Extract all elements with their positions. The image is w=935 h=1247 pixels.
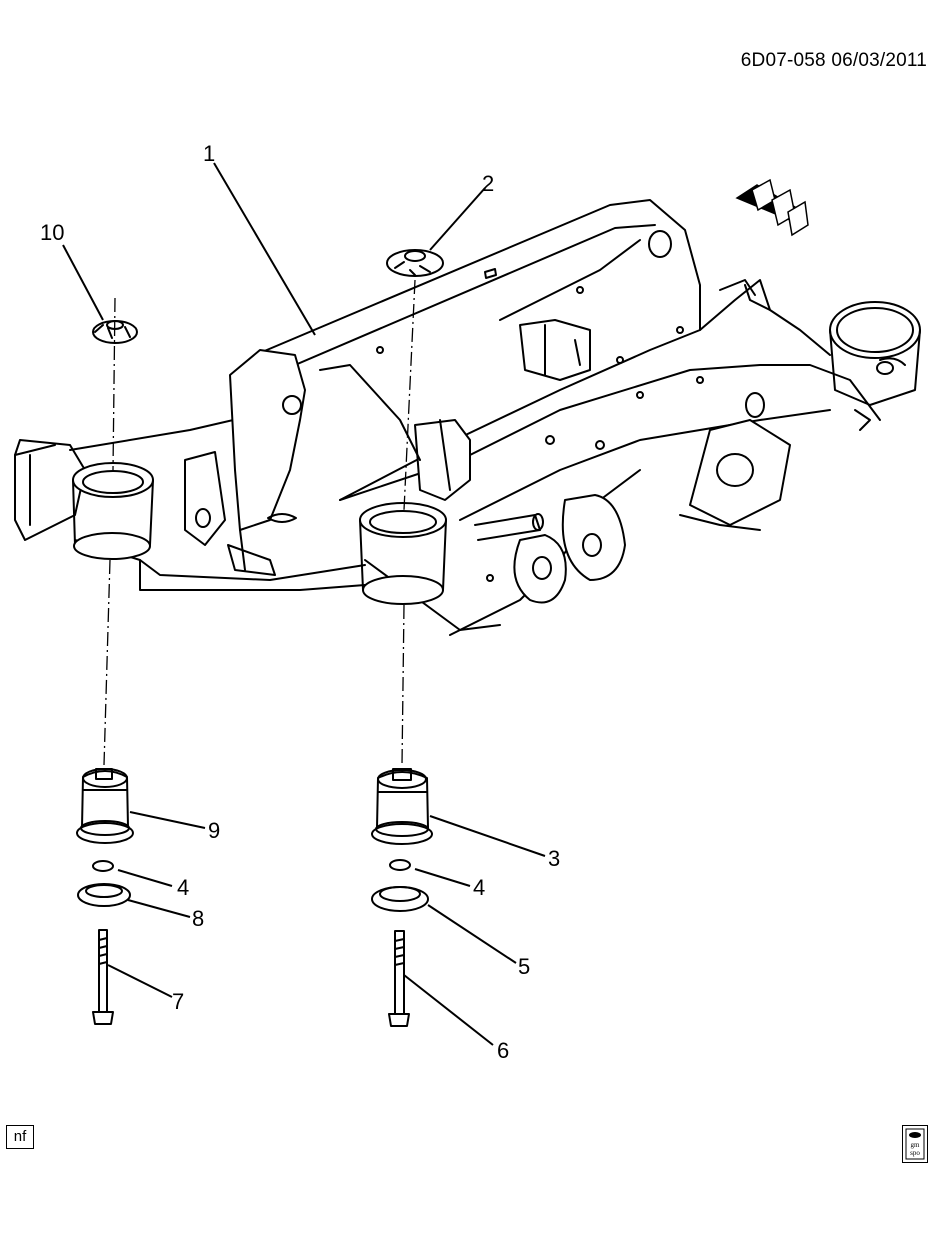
callout-4-right: 4 <box>473 875 486 900</box>
callout-7: 7 <box>172 989 185 1014</box>
part-6-bolt <box>388 930 410 1027</box>
nf-label: nf <box>13 1128 27 1145</box>
diagram-reference: 6D07-058 06/03/2011 <box>741 50 927 72</box>
callout-9: 9 <box>208 818 221 843</box>
callout-4-left: 4 <box>177 875 190 900</box>
left-mount-sleeve <box>72 462 154 560</box>
callout-2: 2 <box>482 171 495 196</box>
callout-6: 6 <box>497 1038 510 1063</box>
diagram-code: 6D07-058 <box>740 50 826 71</box>
logo-text-spo: spo <box>910 1149 920 1157</box>
part-2-insulator <box>386 249 444 277</box>
gm-spo-logo-icon: gm spo <box>902 1125 928 1163</box>
callout-5: 5 <box>518 954 531 979</box>
frame-cradle <box>14 199 921 636</box>
part-5-retainer <box>371 886 429 912</box>
callout-10: 10 <box>40 220 65 245</box>
front-arrow-icon <box>735 178 809 237</box>
callout-3: 3 <box>548 846 561 871</box>
callout-1: 1 <box>203 141 216 166</box>
leader-lines <box>62 162 546 1046</box>
part-4-washer-right <box>389 859 411 871</box>
part-10-insulator <box>92 320 138 344</box>
diagram-date: 06/03/2011 <box>831 50 927 71</box>
logo-text-gm: gm <box>911 1141 921 1149</box>
assembly-centerlines <box>103 279 416 766</box>
part-9-bushing <box>76 768 134 844</box>
part-8-retainer <box>77 883 131 907</box>
callout-8: 8 <box>192 906 205 931</box>
part-3-bushing <box>371 768 433 845</box>
part-7-bolt <box>92 929 114 1025</box>
nf-label-box: nf <box>6 1125 34 1149</box>
part-4-washer-left <box>92 860 114 872</box>
right-mount-sleeve <box>359 502 447 605</box>
